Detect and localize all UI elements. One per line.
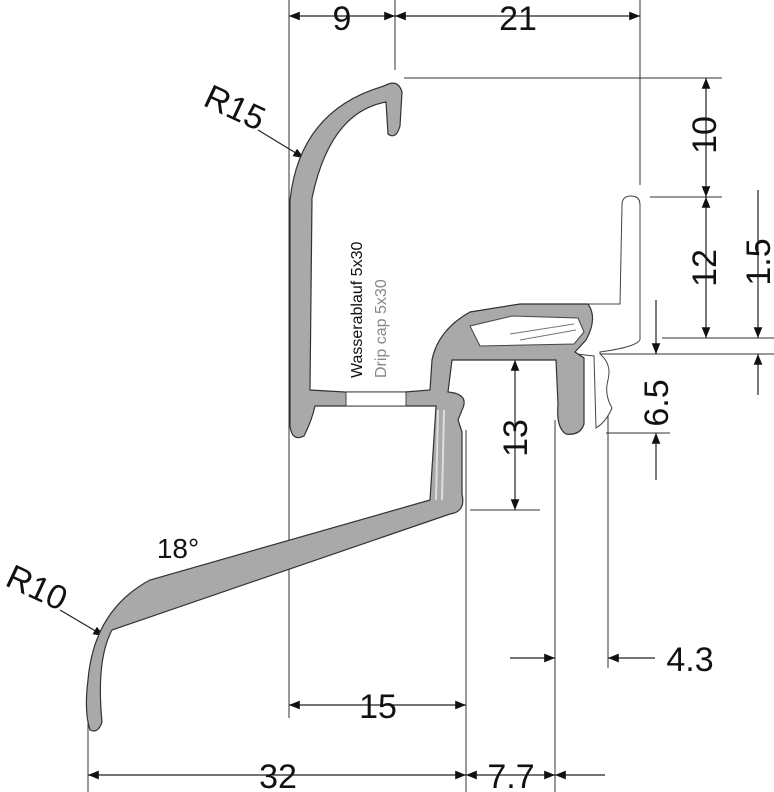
angle-label: 18° [157,533,199,564]
dim-7-7: 7.7 [487,758,534,792]
main-profile [85,82,594,732]
note-de: Wasserablauf 5x30 [349,242,366,378]
dim-10: 10 [686,116,724,154]
dim-21: 21 [499,0,537,38]
dimension-labels: 9 21 10 12 1.5 6.5 13 4.3 15 32 7.7 [259,0,774,792]
dim-12: 12 [686,249,724,287]
dim-1-5: 1.5 [740,238,774,285]
web-details [435,409,445,501]
dim-4-3: 4.3 [666,641,713,679]
drip-notes: Wasserablauf 5x30 Drip cap 5x30 [349,242,390,378]
dimension-lines [59,11,763,780]
radius-labels: R15 R10 [0,78,271,619]
note-en: Drip cap 5x30 [373,279,390,378]
radius-r10: R10 [0,558,73,619]
channel-hatch [509,323,577,341]
dim-9: 9 [333,0,352,38]
extension-lines [87,0,774,792]
dim-13: 13 [497,419,535,457]
radius-r15: R15 [198,78,271,139]
dim-32: 32 [259,758,297,792]
dim-15: 15 [359,688,397,726]
water-drain-slot [345,391,407,407]
dim-6-5: 6.5 [638,379,676,426]
